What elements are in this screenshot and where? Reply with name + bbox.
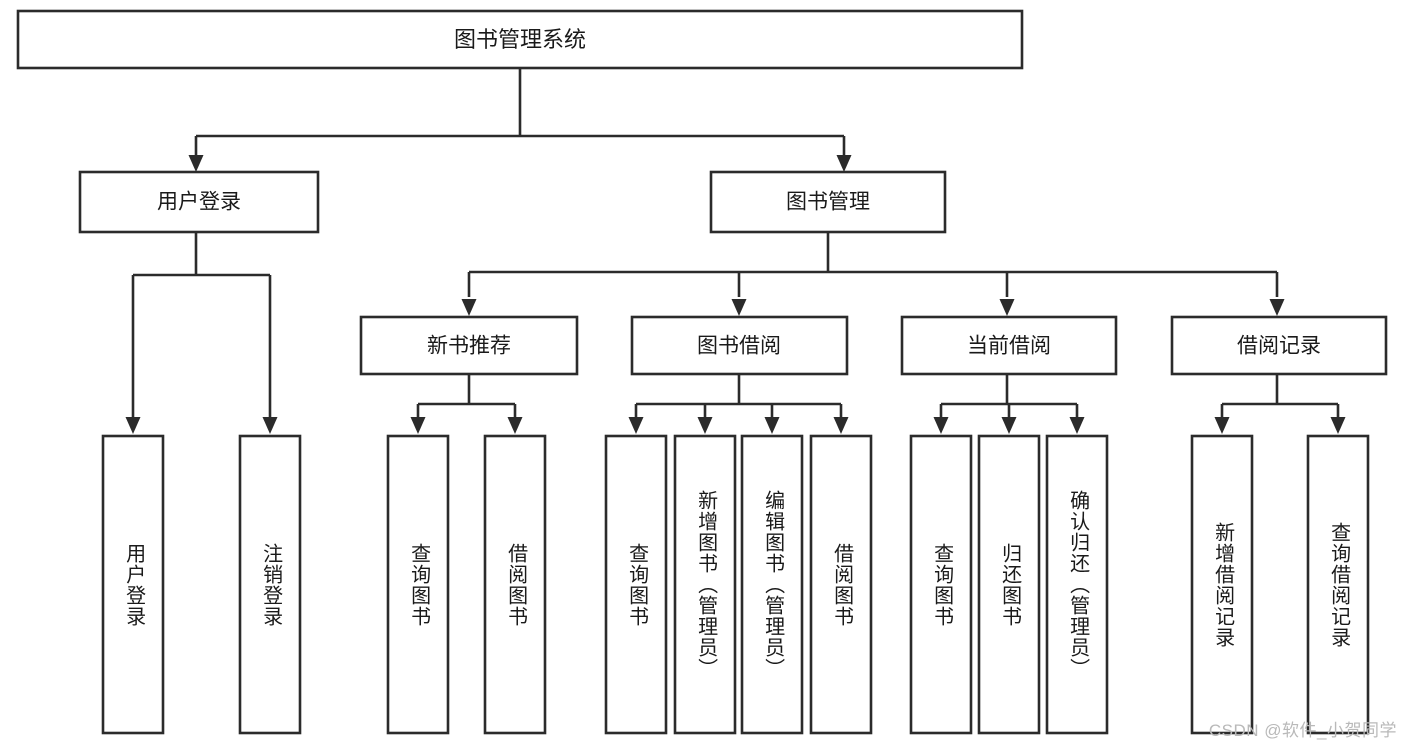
node-leaf-borrow-book-2[interactable]	[809, 434, 873, 735]
connector-current-borrow-to-leaves	[939, 374, 1079, 417]
node-new-book-recommend[interactable]: 新书推荐	[359, 315, 579, 376]
arrow-to-current-borrow	[999, 299, 1015, 316]
arrow-to-leaf-query-record	[1330, 417, 1346, 434]
connector-user-login-to-leaves	[131, 232, 272, 417]
node-borrow-record[interactable]: 借阅记录	[1170, 315, 1388, 376]
arrow-to-leaf-borrow-book-2	[833, 417, 849, 434]
node-user-login-label: 用户登录	[157, 191, 241, 214]
arrow-to-leaf-query-book-2	[628, 417, 644, 434]
node-root[interactable]: 图书管理系统	[16, 9, 1024, 70]
node-leaf-add-book[interactable]	[673, 434, 737, 735]
arrow-to-book-management	[836, 155, 852, 172]
node-leaf-borrow-book-1[interactable]	[483, 434, 547, 735]
arrow-to-leaf-edit-book	[764, 417, 780, 434]
connector-borrow-record-to-leaves	[1220, 374, 1340, 417]
arrow-to-leaf-confirm-return	[1069, 417, 1085, 434]
arrow-to-leaf-return-book	[1001, 417, 1017, 434]
node-root-label: 图书管理系统	[454, 27, 586, 52]
arrow-to-new-book-recommend	[461, 299, 477, 316]
node-book-management-label: 图书管理	[786, 191, 870, 214]
node-user-login[interactable]: 用户登录	[78, 170, 320, 234]
connector-book-borrow-to-leaves	[634, 374, 843, 417]
arrow-to-leaf-add-book	[697, 417, 713, 434]
node-leaf-query-book-2[interactable]	[604, 434, 668, 735]
node-book-borrow-label: 图书借阅	[697, 335, 781, 358]
watermark-text: CSDN @软件_小贺同学	[1208, 721, 1397, 740]
connector-new-book-recommend-to-leaves	[416, 374, 517, 417]
node-borrow-record-label: 借阅记录	[1237, 335, 1321, 358]
arrow-to-leaf-query-book-3	[933, 417, 949, 434]
node-leaf-logout-login[interactable]	[238, 434, 302, 735]
arrow-to-leaf-borrow-book-1	[507, 417, 523, 434]
arrow-to-book-borrow	[731, 299, 747, 316]
arrow-to-user-login	[188, 155, 204, 172]
arrow-to-leaf-user-login	[125, 417, 141, 434]
node-leaf-query-book-1[interactable]	[386, 434, 450, 735]
arrow-to-borrow-record	[1269, 299, 1285, 316]
node-leaf-query-record[interactable]	[1306, 434, 1370, 735]
node-book-management[interactable]: 图书管理	[709, 170, 947, 234]
node-leaf-add-record[interactable]	[1190, 434, 1254, 735]
node-leaf-query-book-3[interactable]	[909, 434, 973, 735]
node-current-borrow-label: 当前借阅	[967, 335, 1051, 358]
node-leaf-confirm-return[interactable]	[1045, 434, 1109, 735]
arrow-to-leaf-logout-login	[262, 417, 278, 434]
node-current-borrow[interactable]: 当前借阅	[900, 315, 1118, 376]
connector-root-to-level2	[194, 68, 846, 155]
node-new-book-recommend-label: 新书推荐	[427, 335, 511, 358]
node-leaf-user-login[interactable]	[101, 434, 165, 735]
node-leaf-return-book[interactable]	[977, 434, 1041, 735]
node-book-borrow[interactable]: 图书借阅	[630, 315, 849, 376]
connector-book-management-to-level3	[467, 232, 1279, 297]
arrow-to-leaf-add-record	[1214, 417, 1230, 434]
node-leaf-edit-book[interactable]	[740, 434, 804, 735]
arrow-to-leaf-query-book-1	[410, 417, 426, 434]
